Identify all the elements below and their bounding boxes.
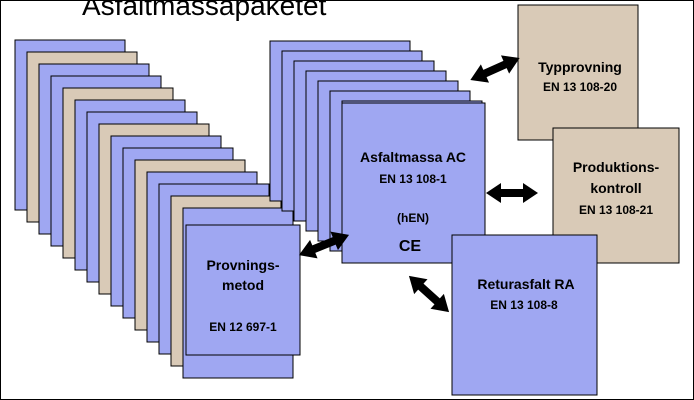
- arrows: [298, 55, 538, 313]
- double-arrow-asfaltmassa-produktionskontroll: [486, 183, 538, 203]
- double-arrow-asfaltmassa-typprovning: [470, 55, 520, 83]
- provningsmetod-line2: metod: [222, 277, 264, 293]
- produktionskontroll-line1: Produktions-: [573, 159, 660, 175]
- double-arrow-asfaltmassa-returasfalt: [408, 275, 450, 313]
- provningsmetod-line1: Provnings-: [206, 257, 279, 273]
- returasfalt-box: Returasfalt RA EN 13 108-8: [451, 234, 598, 396]
- asfaltmassa-line1: Asfaltmassa AC: [360, 149, 466, 165]
- slide-title: Asfaltmassapaketet: [82, 0, 327, 21]
- returasfalt-standard: EN 13 108-8: [490, 298, 558, 312]
- double-arrow-metod-asfaltmassa: [298, 231, 350, 259]
- produktionskontroll-line2: kontroll: [590, 180, 641, 196]
- returasfalt-line1: Returasfalt RA: [477, 276, 574, 292]
- typprovning-line1: Typprovning: [538, 59, 622, 75]
- asfaltmassa-standard: EN 13 108-1: [379, 172, 447, 186]
- typprovning-standard: EN 13 108-20: [543, 80, 617, 94]
- ce-mark: CE: [399, 238, 422, 255]
- asfaltmassa-hen: (hEN): [397, 211, 429, 225]
- produktionskontroll-standard: EN 13 108-21: [579, 203, 653, 217]
- typprovning-box: Typprovning EN 13 108-20: [517, 4, 639, 141]
- asfaltmassa-box: Asfaltmassa AC EN 13 108-1 (hEN) CE: [341, 102, 486, 264]
- provningsmetod-standard: EN 12 697-1: [209, 320, 277, 334]
- provningsmetod-box: Provnings- metod EN 12 697-1: [185, 224, 301, 356]
